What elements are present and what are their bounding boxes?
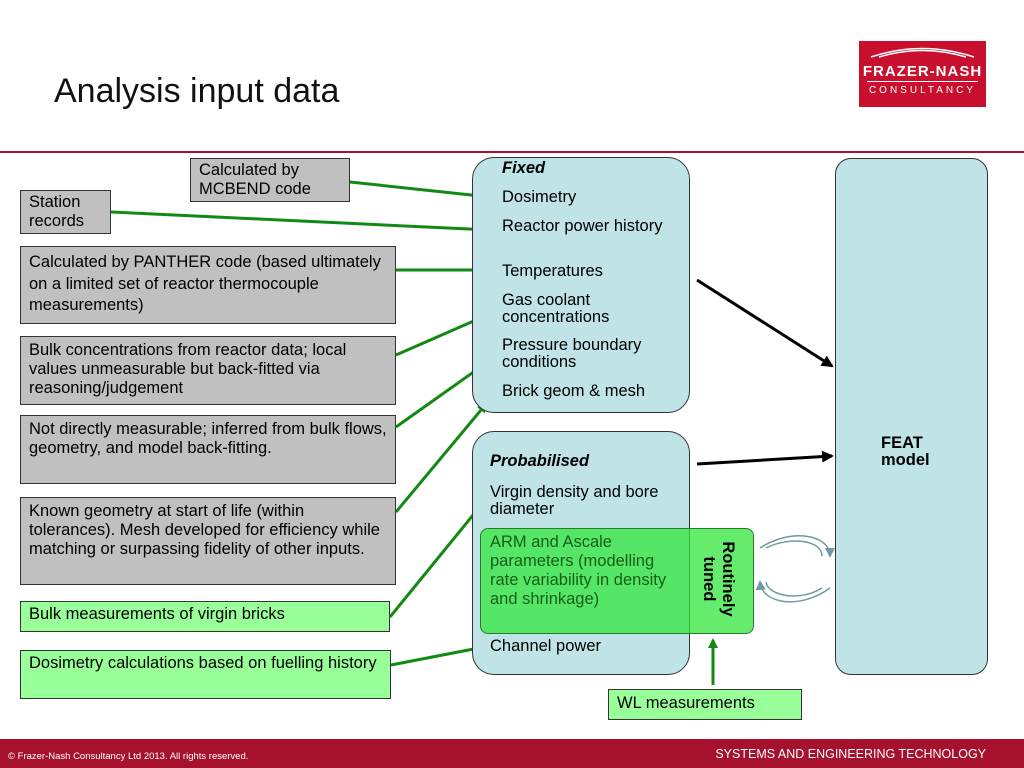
logo-arc-icon <box>870 47 975 58</box>
routinely-tuned-label-box: Routinely tuned <box>697 534 737 624</box>
tuning-loop-icon <box>755 535 835 603</box>
routinely-tuned-label: Routinely tuned <box>700 541 737 617</box>
footer-tagline: SYSTEMS AND ENGINEERING TECHNOLOGY <box>715 747 986 761</box>
wl-measurements-box: WL measurements <box>608 689 802 720</box>
arrow-not-measurable <box>395 364 484 429</box>
fixed-item: Reactor power history <box>502 217 663 235</box>
fixed-item: Temperatures <box>502 262 603 280</box>
logo-line1: FRAZER-NASH <box>862 63 983 80</box>
feat-model-block <box>835 158 988 675</box>
probabilised-heading: Probabilised <box>490 452 590 470</box>
fixed-item: Dosimetry <box>502 188 577 206</box>
panther-box: Calculated by PANTHER code (based ultima… <box>20 246 396 324</box>
mcbend-box: Calculated by MCBEND code <box>190 158 350 202</box>
fixed-item: Brick geom & mesh <box>502 382 646 400</box>
bulk-concentrations-box: Bulk concentrations from reactor data; l… <box>20 336 396 405</box>
geometry-box: Known geometry at start of life (within … <box>20 497 396 585</box>
station-box: Station records <box>20 190 111 234</box>
routinely-tuned-region <box>480 528 754 634</box>
virgin-bricks-box: Bulk measurements of virgin bricks <box>20 601 390 632</box>
fixed-heading: Fixed <box>502 159 546 177</box>
logo-line2: CONSULTANCY <box>868 85 977 96</box>
footer-copyright: © Frazer-Nash Consultancy Ltd 2013. All … <box>8 751 249 762</box>
probabilised-item-tuned: ARM and Ascale parameters (modelling rat… <box>490 533 667 608</box>
header-divider <box>0 151 1024 153</box>
arrow-fixed-to-feat <box>696 278 834 368</box>
arrow-geometry <box>394 402 488 513</box>
probabilised-item: Virgin density and bore diameter <box>490 483 659 518</box>
feat-model-label: FEAT model <box>881 434 930 469</box>
arrow-mcbend <box>349 180 492 202</box>
arrow-prob-to-feat <box>696 450 834 466</box>
frazer-nash-logo: FRAZER-NASH CONSULTANCY <box>859 41 986 107</box>
footer-bar: © Frazer-Nash Consultancy Ltd 2013. All … <box>0 739 1024 768</box>
page-title: Analysis input data <box>54 72 340 110</box>
arrow-dosimetry-calc <box>390 643 486 667</box>
arrow-station <box>110 210 492 235</box>
arrow-virgin-bricks <box>388 502 484 618</box>
probabilised-item: Channel power <box>490 637 601 655</box>
fixed-item: Gas coolant concentrations <box>502 291 610 326</box>
fixed-block <box>472 157 690 413</box>
dosimetry-calc-box: Dosimetry calculations based on fuelling… <box>20 650 391 699</box>
logo-divider <box>867 81 978 82</box>
not-measurable-box: Not directly measurable; inferred from b… <box>20 415 396 484</box>
fixed-item: Pressure boundary conditions <box>502 336 642 371</box>
